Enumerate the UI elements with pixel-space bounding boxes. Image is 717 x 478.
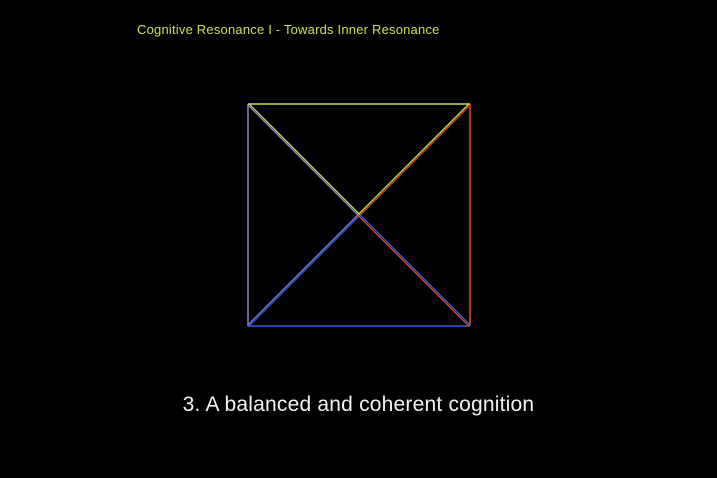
diagonal-bottomright-blue-line: [359, 213, 472, 326]
diagonal-bottomleft-lavender-line: [246, 213, 359, 326]
diagonal-topleft-lavender-line: [246, 104, 359, 217]
slide-title: Cognitive Resonance I - Towards Inner Re…: [137, 22, 440, 37]
diagonal-bottomleft-blue-line: [248, 215, 361, 328]
slide-caption: 3. A balanced and coherent cognition: [182, 393, 535, 416]
square-diagonals-svg: [246, 102, 472, 328]
diagonal-bottomright-red-line: [357, 215, 470, 328]
diagonal-topright-orange-line: [359, 104, 472, 217]
diagonal-topright-yellow-line: [357, 102, 470, 215]
diagonal-topleft-yellow-line: [248, 102, 361, 215]
square-diagonals-figure: [246, 102, 472, 328]
